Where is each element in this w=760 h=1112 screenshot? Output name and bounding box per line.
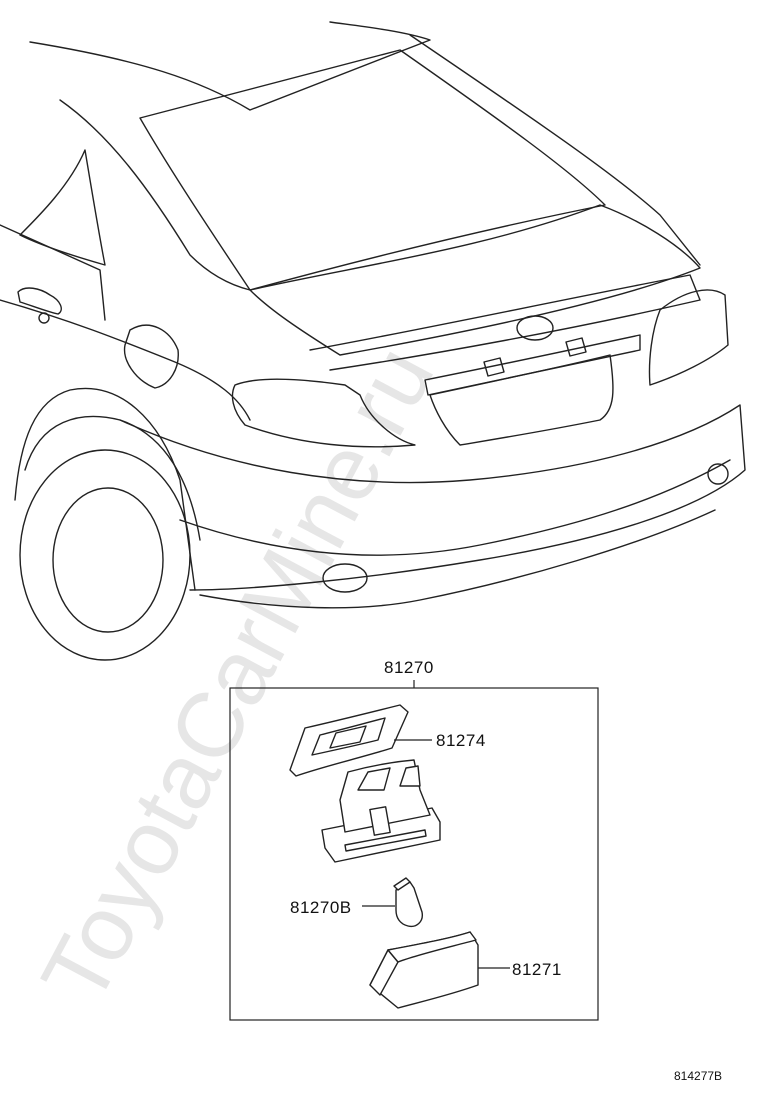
figure-number: 814277B	[674, 1069, 722, 1083]
side-window-frame	[0, 224, 106, 321]
reflector-left	[322, 563, 368, 593]
plate-recess	[429, 354, 614, 446]
rear-tire	[19, 449, 191, 661]
rear-window-inner	[409, 34, 701, 266]
tail-light-left	[231, 378, 416, 448]
c-pillar	[59, 99, 251, 291]
car-illustration	[0, 21, 746, 661]
quarter-panel	[0, 299, 251, 421]
gasket-icon	[289, 704, 409, 777]
license-lamp-right	[565, 337, 587, 357]
lens-part-number: 81271	[512, 960, 562, 979]
bulb-part-number: 81270B	[290, 898, 352, 917]
emblem	[516, 315, 554, 341]
reflector-right	[707, 463, 729, 485]
trunk-crease	[309, 274, 701, 371]
rear-bumper	[119, 404, 746, 591]
side-window	[19, 149, 106, 266]
lens-icon	[369, 931, 479, 1009]
bulb-icon	[393, 877, 423, 928]
wheel-arch	[24, 415, 201, 541]
door-handle	[17, 287, 62, 315]
bumper-line	[179, 459, 731, 556]
fuel-door	[123, 324, 179, 389]
bumper-lower	[199, 509, 716, 609]
rear-window	[139, 49, 606, 291]
rear-wheel	[52, 487, 164, 633]
lamp-housing-icon	[321, 759, 441, 863]
tail-light-right	[648, 289, 729, 386]
gasket-part-number: 81274	[436, 731, 486, 750]
license-garnish	[424, 334, 641, 396]
roof-outline	[29, 21, 431, 111]
assembly-frame	[229, 687, 599, 1021]
trunk-lid	[249, 204, 701, 356]
license-lamp-left	[483, 357, 505, 377]
assembly-part-number: 81270	[384, 658, 434, 677]
body-lower	[14, 387, 196, 591]
